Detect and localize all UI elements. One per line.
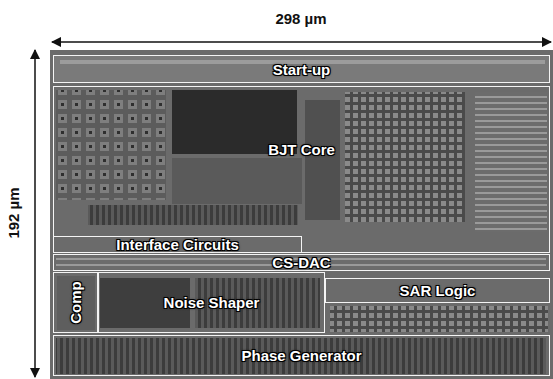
width-dimension: 298 µm: [272, 10, 329, 27]
block-label: Noise Shaper: [164, 295, 260, 310]
comparator-block: Comp: [53, 272, 98, 333]
noise-shaper-block: Noise Shaper: [98, 272, 325, 333]
block-label: BJT Core: [268, 142, 335, 157]
dac-block: CS-DAC: [53, 254, 550, 271]
block-label: CS-DAC: [272, 255, 330, 270]
startup-block: Start-up: [53, 55, 550, 83]
block-label: Comp: [68, 281, 83, 324]
block-label: Interface Circuits: [116, 237, 239, 252]
block-label: Phase Generator: [241, 348, 361, 363]
block-label: SAR Logic: [400, 283, 476, 298]
bjt-core-block: BJT Core: [53, 86, 550, 253]
height-dimension: 192 µm: [5, 184, 22, 241]
block-label: Start-up: [273, 62, 331, 77]
sar-logic-block: SAR Logic: [325, 278, 550, 303]
phase-generator-block: Phase Generator: [53, 335, 550, 376]
interface-block: Interface Circuits: [53, 236, 302, 253]
